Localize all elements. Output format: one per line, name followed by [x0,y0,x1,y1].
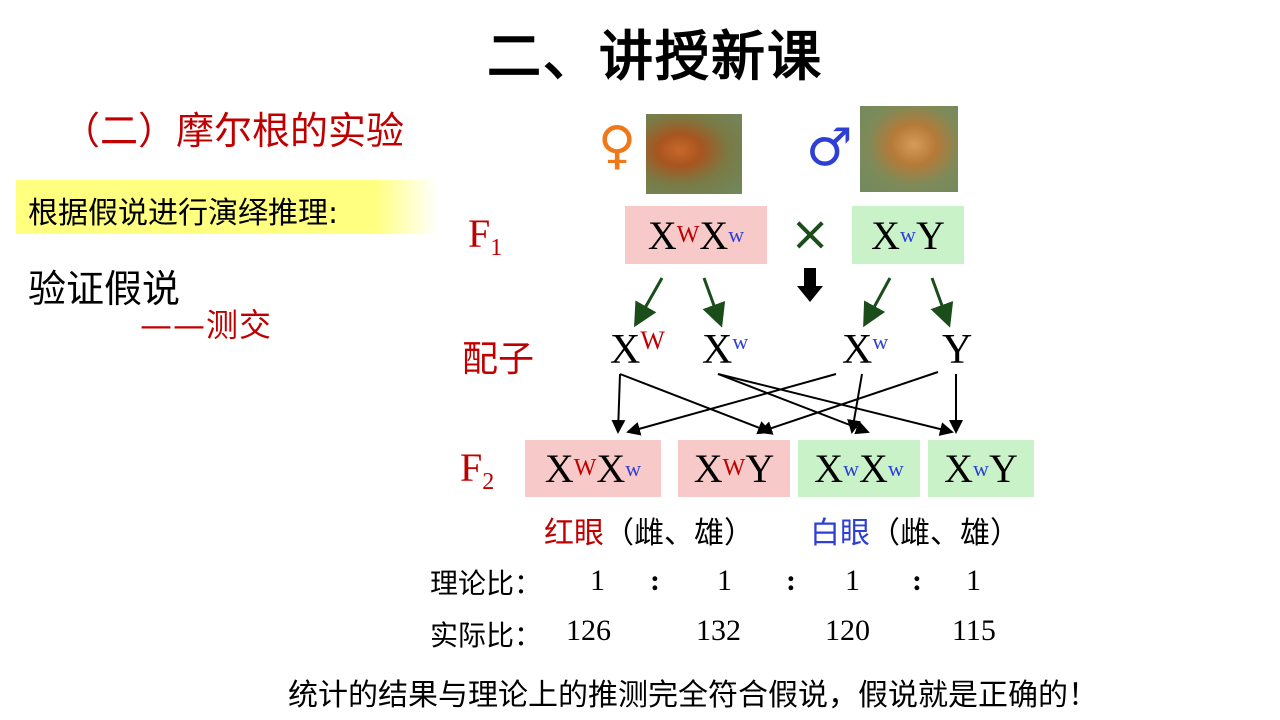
actual-value-4: 115 [952,614,996,647]
gamete-3: Xw [842,327,889,373]
phenotype-white: 白眼（雌、雄） [810,516,1020,551]
gamete-1: XW [610,326,665,373]
f1-to-gamete-arrow [930,277,954,328]
gamete-to-f2-arrow [626,373,837,436]
theory-value-4: 1 [966,564,981,597]
actual-value-2: 132 [696,614,741,647]
gamete-label: 配子 [462,339,535,380]
gamete-to-f2-arrow [758,371,939,435]
female-fly-image [646,114,742,194]
theory-sep-1: : [650,564,660,597]
section-subtitle: （二）摩尔根的实验 [62,109,405,153]
gamete-to-f2-arrow [611,373,626,434]
female-symbol-icon: ♀ [598,116,637,176]
phenotype-red: 红眼（雌、雄） [544,516,754,551]
gamete-4: Y [942,327,973,373]
cross-symbol: × [790,206,831,262]
f1-to-gamete-arrow [702,277,726,328]
theory-value-1: 1 [590,564,605,597]
highlight-text: 根据假说进行演绎推理: [28,196,339,231]
gamete-to-f2-arrow [847,373,863,434]
f1-to-gamete-arrow [634,277,664,328]
verify-hypothesis: 验证假说 [28,267,181,311]
gamete-to-f2-arrow [717,373,870,435]
theory-sep-3: : [912,564,922,597]
gamete-2: Xw [702,327,749,373]
theory-value-2: 1 [717,564,732,597]
actual-value-1: 126 [566,614,611,647]
actual-ratio-label: 实际比： [430,619,543,652]
theory-value-3: 1 [845,564,860,597]
theory-sep-2: : [786,564,796,597]
male-symbol-icon: ♂ [806,118,853,178]
male-fly-image [860,106,958,192]
theory-ratio-label: 理论比： [430,567,543,600]
page-title: 二、讲授新课 [487,25,823,88]
f1-label: F1 [468,211,503,261]
down-arrow-icon [797,268,823,302]
gamete-to-f2-arrow [717,373,954,436]
f1-to-gamete-arrow [863,277,892,328]
conclusion-text: 统计的结果与理论上的推测完全符合假说，假说就是正确的！ [288,678,1098,713]
actual-value-3: 120 [825,614,870,647]
test-cross-label: ——测交 [140,306,273,344]
gamete-to-f2-arrow [619,373,772,435]
f2-label: F2 [460,445,495,495]
highlight-band [16,180,438,234]
